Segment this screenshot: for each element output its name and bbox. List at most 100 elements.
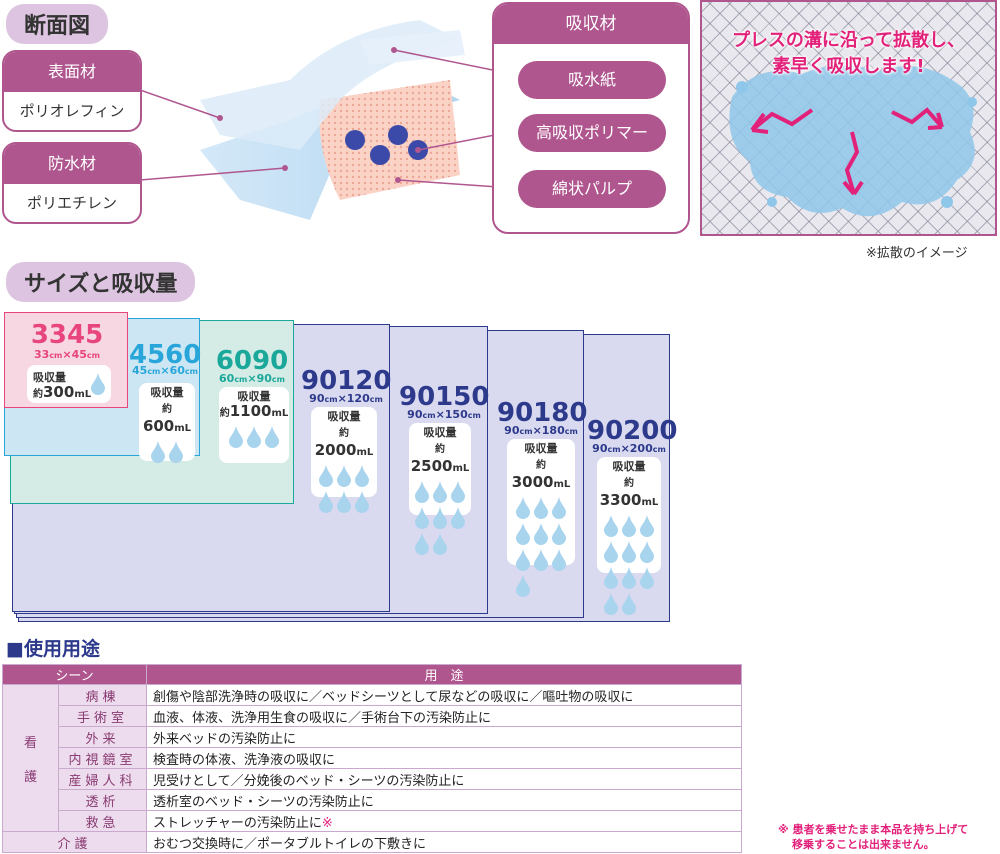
volume-label: 吸収量 bbox=[612, 460, 646, 473]
volume-value: 約3000mL bbox=[511, 460, 571, 491]
size-name: 3345 bbox=[30, 320, 104, 350]
water-drop-icon bbox=[319, 491, 333, 513]
note-line1: ※ 患者を乗せたまま本品を持ち上げて bbox=[778, 823, 969, 836]
water-drop-icon bbox=[415, 533, 429, 555]
diffusion-splash bbox=[729, 64, 977, 217]
water-drop-icon bbox=[604, 541, 618, 563]
water-drop-icon bbox=[640, 515, 654, 537]
size-name: 4560 bbox=[129, 340, 202, 370]
water-drop-icon bbox=[604, 515, 618, 537]
absorber-panel: 吸収材 吸水紙 高吸収ポリマー 綿状パルプ bbox=[492, 2, 690, 234]
table-row: 産婦人科児受けとして／分娩後のベッド・シーツの汚染防止に bbox=[3, 768, 742, 790]
warning-mark: ※ bbox=[321, 815, 333, 831]
diffusion-text-line2: 素早く吸収します! bbox=[772, 56, 925, 77]
volume-value: 約300mL bbox=[33, 383, 92, 401]
water-drop-icon bbox=[534, 523, 548, 545]
size-dimensions: 90cm×200cm bbox=[592, 442, 666, 455]
use-cell: 創傷や陰部洗浄時の吸収に／ベッドシーツとして尿などの吸収に／嘔吐物の吸収に bbox=[146, 684, 742, 706]
size-dimensions: 90cm×180cm bbox=[504, 424, 578, 437]
water-drop-icon bbox=[516, 523, 530, 545]
use-cell: おむつ交換時に／ポータブルトイレの下敷きに bbox=[146, 831, 742, 853]
table-row: 救急ストレッチャーの汚染防止に※ bbox=[3, 810, 742, 832]
use-cell: 検査時の体液、洗浄液の吸収に bbox=[146, 747, 742, 769]
diffusion-image: プレスの溝に沿って拡散し、 素早く吸収します! bbox=[700, 0, 997, 236]
scene-cell: 手術室 bbox=[58, 705, 147, 727]
volume-card: 吸収量 約2500mL bbox=[409, 423, 471, 555]
water-drop-icon bbox=[415, 507, 429, 529]
size-dimensions: 90cm×150cm bbox=[407, 408, 481, 421]
size-name: 90120 bbox=[301, 366, 392, 396]
scene-cell: 内視鏡室 bbox=[58, 747, 147, 769]
water-drop-icon bbox=[516, 497, 530, 519]
scene-cell: 外来 bbox=[58, 726, 147, 748]
water-drop-icon bbox=[229, 426, 243, 448]
volume-card: 吸収量 約600mL bbox=[139, 383, 195, 463]
absorber-item-polymer: 高吸収ポリマー bbox=[518, 114, 666, 152]
volume-card: 吸収量 約300mL bbox=[27, 365, 111, 403]
waterproof-material-box: 防水材 ポリエチレン bbox=[2, 142, 142, 224]
group-nursing: 看護 bbox=[2, 684, 59, 832]
drop-icons bbox=[91, 373, 105, 395]
water-drop-icon bbox=[552, 497, 566, 519]
usage-table: シーン 用 途 看護病棟創傷や陰部洗浄時の吸収に／ベッドシーツとして尿などの吸収… bbox=[2, 664, 742, 853]
water-drop-icon bbox=[622, 515, 636, 537]
use-cell: ストレッチャーの汚染防止に※ bbox=[146, 810, 742, 832]
water-drop-icon bbox=[337, 465, 351, 487]
water-drop-icon bbox=[433, 481, 447, 503]
sizes-heading: サイズと吸収量 bbox=[6, 262, 196, 302]
water-drop-icon bbox=[433, 533, 447, 555]
water-drop-icon bbox=[337, 491, 351, 513]
scene-cell: 病棟 bbox=[58, 684, 147, 706]
water-drop-icon bbox=[552, 523, 566, 545]
volume-label: 吸収量 bbox=[150, 386, 184, 399]
diffusion-text-line1: プレスの溝に沿って拡散し、 bbox=[731, 30, 966, 51]
drop-icons bbox=[151, 441, 183, 463]
water-drop-icon bbox=[169, 441, 183, 463]
drop-icons bbox=[415, 481, 465, 555]
water-drop-icon bbox=[604, 567, 618, 589]
waterproof-material-title: 防水材 bbox=[4, 144, 140, 184]
surface-material-title: 表面材 bbox=[4, 52, 140, 92]
drop-icons bbox=[319, 465, 369, 513]
volume-value: 約1100mL bbox=[219, 402, 289, 420]
use-cell: 血液、体液、洗浄用生食の吸収に／手術台下の汚染防止に bbox=[146, 705, 742, 727]
volume-card: 吸収量 約1100mL bbox=[219, 387, 289, 463]
table-row: 内視鏡室検査時の体液、洗浄液の吸収に bbox=[3, 747, 742, 769]
volume-label: 吸収量 bbox=[524, 442, 558, 455]
volume-value: 約2000mL bbox=[314, 428, 374, 459]
col-use: 用 途 bbox=[146, 664, 742, 685]
volume-value: 約3300mL bbox=[599, 478, 659, 509]
water-drop-icon bbox=[355, 491, 369, 513]
volume-card: 吸収量 約2000mL bbox=[311, 407, 377, 513]
scene-cell: 救急 bbox=[58, 810, 147, 832]
use-cell: 透析室のベッド・シーツの汚染防止に bbox=[146, 789, 742, 811]
size-name: 90180 bbox=[497, 398, 588, 428]
surface-material-box: 表面材 ポリオレフィン bbox=[2, 50, 142, 132]
water-drop-icon bbox=[622, 593, 636, 615]
volume-label: 吸収量 bbox=[33, 371, 66, 384]
water-drop-icon bbox=[319, 465, 333, 487]
lift-warning-note: ※ 患者を乗せたまま本品を持ち上げて 移乗することは出来ません。 bbox=[778, 822, 968, 852]
table-row: 手術室血液、体液、洗浄用生食の吸収に／手術台下の汚染防止に bbox=[3, 705, 742, 727]
water-drop-icon bbox=[355, 465, 369, 487]
water-drop-icon bbox=[534, 497, 548, 519]
size-name: 90200 bbox=[587, 416, 678, 446]
water-drop-icon bbox=[516, 549, 530, 571]
water-drop-icon bbox=[552, 549, 566, 571]
scene-cell: 産婦人科 bbox=[58, 768, 147, 790]
scene-cell-care: 介護 bbox=[2, 831, 147, 853]
absorber-item-pulp: 綿状パルプ bbox=[518, 170, 666, 208]
use-cell: 児受けとして／分娩後のベッド・シーツの汚染防止に bbox=[146, 768, 742, 790]
water-drop-icon bbox=[451, 507, 465, 529]
surface-material-name: ポリオレフィン bbox=[19, 102, 125, 120]
table-row: 看護病棟創傷や陰部洗浄時の吸収に／ベッドシーツとして尿などの吸収に／嘔吐物の吸収… bbox=[2, 684, 742, 832]
absorber-item-paper: 吸水紙 bbox=[518, 61, 666, 99]
size-name: 90150 bbox=[399, 382, 490, 412]
